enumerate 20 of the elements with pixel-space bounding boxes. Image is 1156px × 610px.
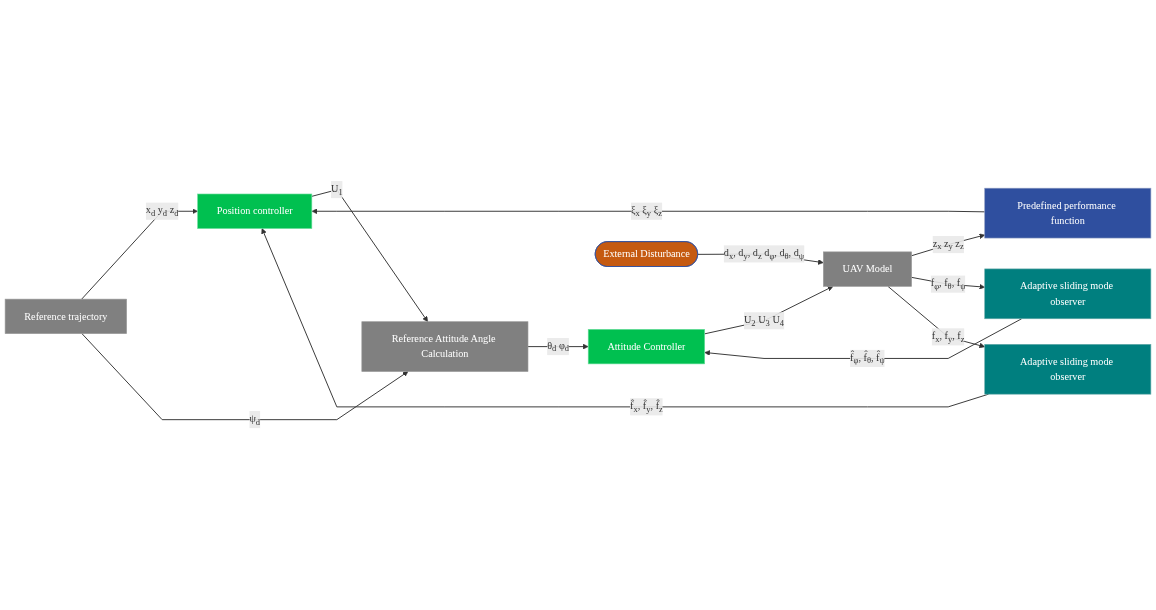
edge-label: f$_{φ}$, f$_{θ}$, f$_{ψ}$ — [930, 277, 966, 292]
node-box: Position controller — [197, 193, 313, 230]
edge-label: d$_{x}$, d$_{y}$, d$_{z}$ d$_{φ}$, d$_{θ}$, d$_{ψ}$ — [723, 247, 805, 262]
edge-label: θ$_{d}$ φ$_{d}$ — [547, 340, 570, 354]
node-box: Predefined performance function — [984, 188, 1152, 239]
edge-label: x$_{d}$ y$_{d}$ z$_{d}$ — [145, 204, 179, 219]
node-box: Attitude Controller — [587, 329, 705, 365]
node-box: Adaptive sliding mode observer — [984, 268, 1152, 320]
edge-label: ψ$_{d}$ — [249, 413, 261, 427]
node-box: Reference Attitude Angle Calculation — [361, 321, 529, 373]
edge-label: ξ$_{x}$ ξ$_{y}$ ξ$_{z}$ — [630, 204, 662, 219]
edge-label: U$_{2}$ U$_{3}$ U$_{4}$ — [743, 314, 785, 328]
node-box: Adaptive sliding mode observer — [984, 344, 1152, 395]
edge-label: f̂$_{φ}$, f̂$_{θ}$, f̂$_{ψ}$ — [850, 351, 885, 366]
edge-label: f̂$_{x}$, f̂$_{y}$, f̂$_{z}$ — [630, 400, 663, 414]
node-box: UAV Model — [823, 251, 912, 287]
edge-label: z$_{x}$ z$_{y}$ z$_{z}$ — [932, 238, 964, 252]
edge-label: U$_{1}$ — [331, 183, 343, 197]
edge-label: f$_{x}$, f$_{y}$, f$_{z}$ — [931, 330, 965, 345]
node-box: Reference trajectory — [4, 299, 127, 335]
